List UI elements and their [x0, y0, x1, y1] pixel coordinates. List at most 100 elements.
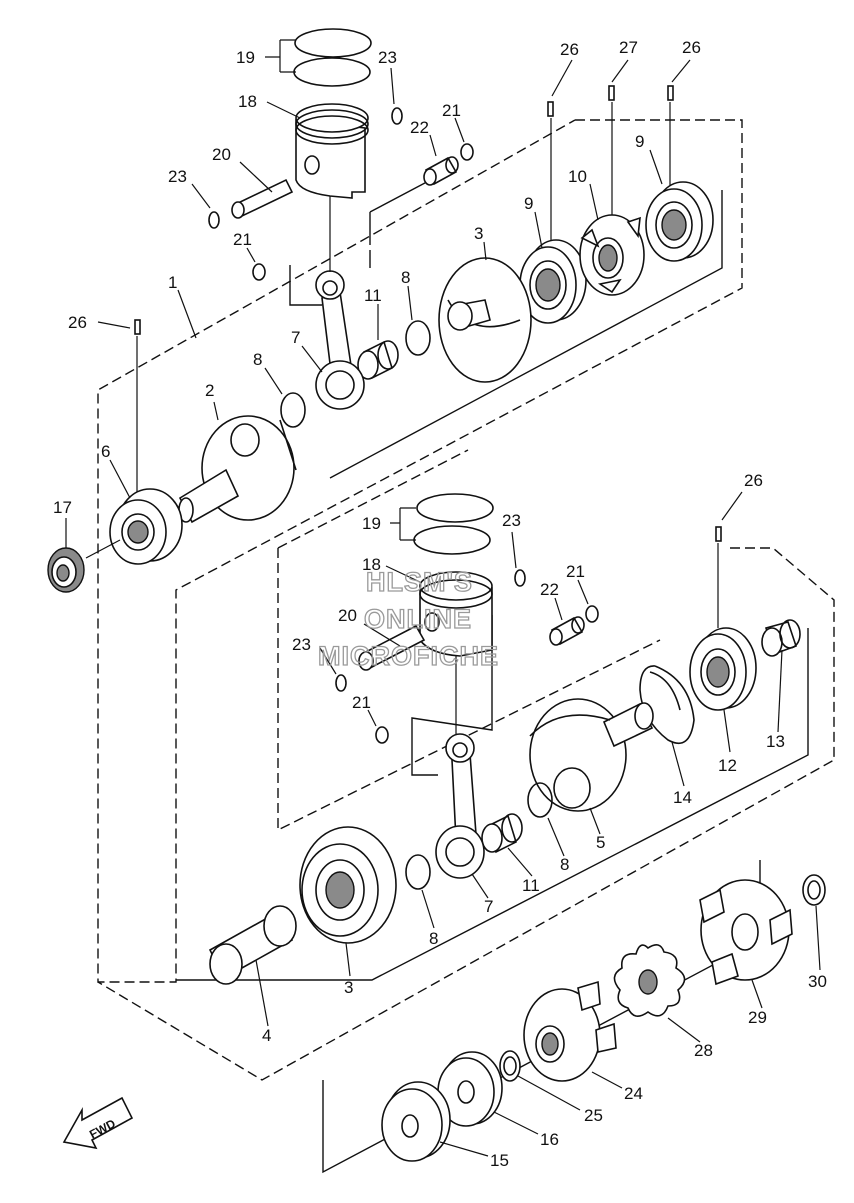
coupling-10: [579, 214, 645, 296]
callout-27: 27: [619, 38, 638, 57]
leader-lines: [65, 39, 821, 1157]
piston-pin-clip-lower-right: [514, 569, 526, 587]
lower-crank-assembly-frame: [97, 449, 835, 1081]
crankpin-bearing-lower: [481, 813, 523, 854]
crankpin-bearing-upper: [357, 340, 399, 380]
main-bearing-upper-2: [645, 181, 714, 262]
circlip-14: [639, 665, 695, 745]
callout-15: 15: [490, 1151, 509, 1170]
fwd-arrow-icon: FWD: [62, 1096, 134, 1150]
callout-21-lower-right: 21: [566, 562, 585, 581]
pulley-15: [381, 1081, 451, 1162]
upper-crank-assembly-frame: [97, 119, 743, 983]
callout-7-lower: 7: [484, 897, 493, 916]
oil-seal-17: [47, 547, 85, 593]
main-bearing-6: [109, 488, 183, 565]
callout-8-lower-left: 8: [429, 929, 438, 948]
crank-web-upper: [438, 257, 532, 383]
callout-19-upper: 19: [236, 48, 255, 67]
connecting-rod-lower: [435, 733, 485, 879]
callout-26-lower: 26: [744, 471, 763, 490]
callout-10: 10: [568, 167, 587, 186]
pulley-16: [437, 1051, 503, 1127]
crank-web-lower: [299, 826, 397, 944]
callout-20-upper: 20: [212, 145, 231, 164]
callout-14: 14: [673, 788, 692, 807]
callout-16: 16: [540, 1130, 559, 1149]
lower-piston-sub-frame: [176, 615, 809, 981]
callout-19-lower: 19: [362, 514, 381, 533]
callout-22-upper: 22: [410, 118, 429, 137]
callout-24: 24: [624, 1084, 643, 1103]
callout-21-lower-left: 21: [352, 693, 371, 712]
callout-23-lower-right: 23: [502, 511, 521, 530]
crank-pin-4: [208, 905, 297, 985]
piston-ring-lower: [413, 493, 494, 555]
callout-8-upper-right: 8: [401, 268, 410, 287]
thrust-washer-lower-left: [375, 726, 389, 744]
callout-23-upper-right: 23: [378, 48, 397, 67]
svg-text:MICROFICHE: MICROFICHE: [318, 641, 499, 671]
callout-23-lower-left: 23: [292, 635, 311, 654]
callout-29: 29: [748, 1008, 767, 1027]
callout-1: 1: [168, 273, 177, 292]
washer-30: [802, 874, 826, 906]
callout-25: 25: [584, 1106, 603, 1125]
piston-pin-clip-lower-left: [335, 674, 347, 692]
needle-bearing-upper: [423, 156, 459, 186]
main-bearing-upper-1: [519, 239, 587, 324]
callout-22-lower: 22: [540, 580, 559, 599]
piston-pin-clip-upper-left: [208, 211, 220, 229]
callout-18-upper: 18: [238, 92, 257, 111]
dowel-pin-27: [608, 85, 615, 101]
piston-pin-clip-upper-right: [391, 107, 403, 125]
callout-3-lower: 3: [344, 978, 353, 997]
callout-28: 28: [694, 1041, 713, 1060]
piston-ring-upper: [293, 28, 372, 87]
callout-11-upper: 11: [364, 286, 382, 305]
dowel-pin-upper-1: [547, 101, 554, 117]
callout-26-upper-1: 26: [560, 40, 579, 59]
callout-5: 5: [596, 833, 605, 852]
main-bearing-12: [689, 627, 757, 711]
coupling-24: [523, 980, 617, 1082]
callout-7-upper: 7: [291, 328, 300, 347]
callout-13: 13: [766, 732, 785, 751]
callout-4: 4: [262, 1026, 271, 1045]
dowel-pin-left: [134, 319, 141, 335]
washer-25: [499, 1050, 521, 1082]
crank-washer-8c: [527, 782, 553, 818]
needle-bearing-lower: [549, 616, 585, 646]
callout-18-lower: 18: [362, 555, 381, 574]
callout-2: 2: [205, 381, 214, 400]
upper-piston-sub-frame: [289, 174, 723, 479]
crank-half-5: [529, 698, 654, 812]
watermark: HLSM'S ONLINE MICROFICHE: [317, 566, 499, 671]
dowel-pin-upper-3: [667, 85, 674, 101]
callout-12: 12: [718, 756, 737, 775]
callout-26-upper-3: 26: [682, 38, 701, 57]
crank-washer-8b: [280, 392, 306, 428]
callout-11-lower: 11: [522, 876, 540, 895]
callout-9-right: 9: [635, 132, 644, 151]
callout-9-left: 9: [524, 194, 533, 213]
connecting-rod-upper: [315, 270, 365, 410]
coupling-29: [699, 879, 793, 986]
svg-text:ONLINE: ONLINE: [364, 604, 472, 634]
bushing-13: [761, 619, 801, 657]
damper-28: [613, 944, 686, 1017]
crank-washer-8d: [405, 854, 431, 890]
piston-pin-lower: [358, 624, 426, 671]
callout-30: 30: [808, 972, 827, 991]
piston-upper: [295, 103, 369, 199]
svg-text:HLSM'S: HLSM'S: [366, 567, 473, 597]
callout-8-lower-right: 8: [560, 855, 569, 874]
callout-numbers: 19 23 18 21 22 20 23 21 26 27 26 9 10 9 …: [53, 38, 827, 1170]
callout-3-upper: 3: [474, 224, 483, 243]
callout-21-upper-right: 21: [442, 101, 461, 120]
callout-6: 6: [101, 442, 110, 461]
thrust-washer-upper-left: [252, 263, 266, 281]
callout-26-left: 26: [68, 313, 87, 332]
callout-8-upper-left: 8: [253, 350, 262, 369]
